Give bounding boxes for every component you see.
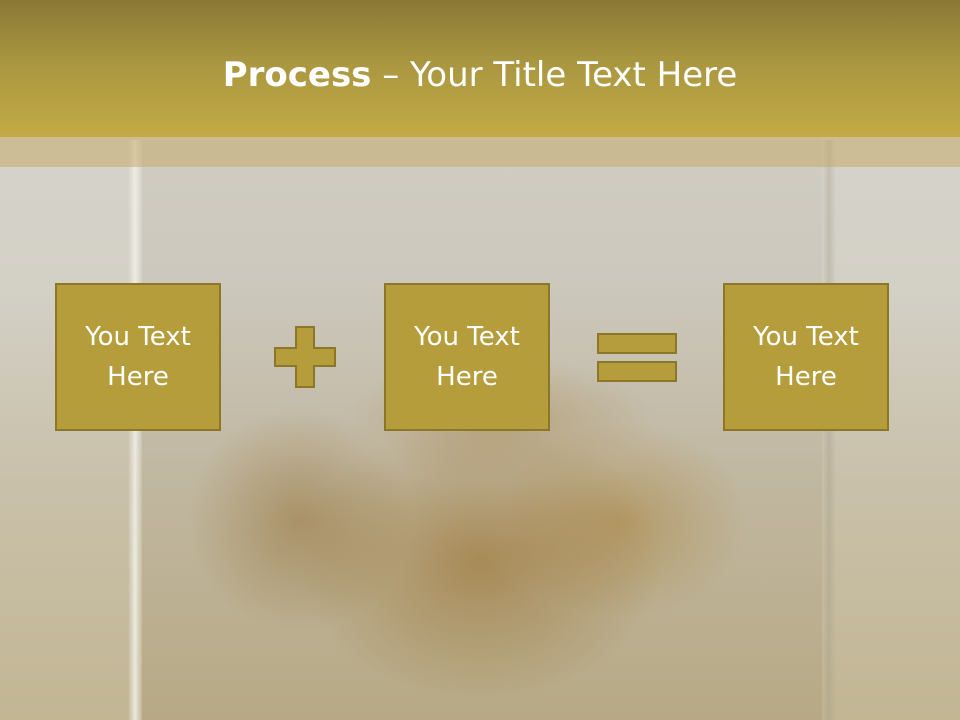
slide-title[interactable]: Process – Your Title Text Here <box>0 52 960 98</box>
process-box-1-text: You Text Here <box>85 322 191 392</box>
slide-title-rest: – Your Title Text Here <box>371 55 738 95</box>
slide-title-bold: Process <box>222 55 372 95</box>
plus-icon <box>274 326 336 388</box>
title-banner-strip <box>0 137 960 167</box>
process-box-3-text: You Text Here <box>753 322 859 392</box>
process-box-1[interactable]: You Text Here <box>55 283 221 431</box>
title-banner <box>0 0 960 137</box>
process-box-2-text: You Text Here <box>414 322 520 392</box>
equals-icon <box>597 333 677 382</box>
process-box-2[interactable]: You Text Here <box>384 283 550 431</box>
process-box-3[interactable]: You Text Here <box>723 283 889 431</box>
